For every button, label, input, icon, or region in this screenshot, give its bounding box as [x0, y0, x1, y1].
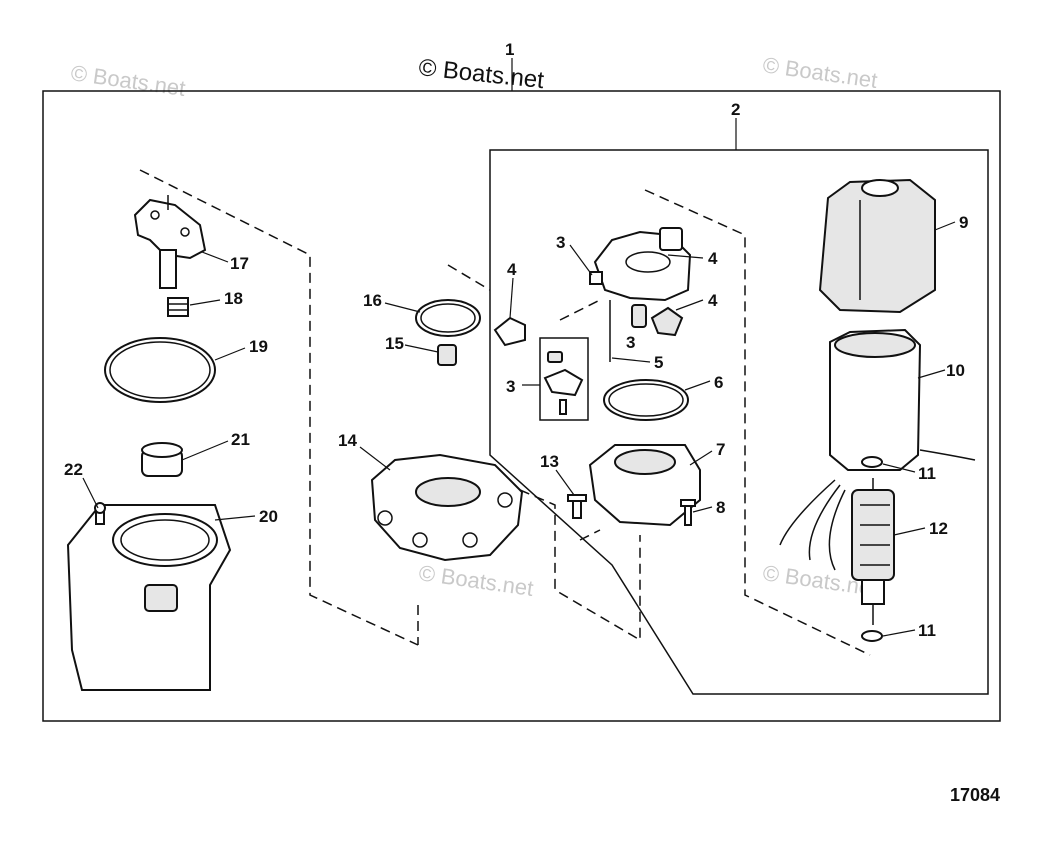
assembly-guide-center [417, 264, 491, 645]
callout-3-brush-kit: 3 [506, 377, 515, 396]
callout-4-holder: 4 [708, 249, 718, 268]
assembly-guide-brush [559, 299, 601, 541]
callout-13: 13 [540, 452, 559, 471]
clip-4-left [493, 316, 526, 347]
washer-11-top [861, 456, 883, 468]
callout-9: 9 [959, 213, 968, 232]
brush-holder [593, 227, 692, 302]
assembly-guide-left [139, 169, 419, 646]
assembly-guide-middle [519, 489, 641, 642]
callout-22: 22 [64, 460, 83, 479]
callout-21: 21 [231, 430, 250, 449]
outer-frame [42, 90, 1001, 722]
callout-6: 6 [714, 373, 723, 392]
washer-11-bottom [861, 630, 883, 642]
armature [851, 478, 895, 625]
callout-1: 1 [505, 40, 514, 59]
callout-17: 17 [230, 254, 249, 273]
callout-3-top: 3 [556, 233, 565, 252]
screw-13 [567, 494, 587, 519]
callout-leaders [82, 221, 956, 637]
connector-3 [589, 271, 603, 285]
callout-8: 8 [716, 498, 725, 517]
callout-4-clip: 4 [507, 260, 517, 279]
motor-assembly-frame [489, 149, 989, 695]
reservoir [66, 504, 232, 691]
reservoir-screw [94, 502, 106, 525]
callout-11-bottom: 11 [918, 621, 936, 640]
callout-19: 19 [249, 337, 268, 356]
end-frame [588, 444, 701, 527]
check-valve [167, 297, 189, 317]
callout-3-mid: 3 [626, 333, 635, 352]
callout-16: 16 [363, 291, 382, 310]
watermark-top-left: © Boats.net [69, 60, 187, 101]
figure-number: 17084 [950, 785, 1000, 805]
motor-o-ring [603, 379, 689, 421]
motor-leads [779, 479, 846, 571]
pump-valve-body [133, 195, 207, 289]
brush-4-right [650, 306, 684, 337]
fill-cap [141, 442, 183, 477]
large-o-ring [104, 337, 216, 403]
callout-12: 12 [929, 519, 948, 538]
pump-filter [437, 344, 457, 366]
callout-14: 14 [338, 431, 357, 450]
watermark-center: © Boats.net [417, 560, 535, 601]
watermark-main: © Boats.net [417, 54, 545, 94]
callout-11-top: 11 [918, 464, 936, 483]
spring-3-top [631, 304, 647, 328]
callout-7: 7 [716, 440, 725, 459]
callout-10: 10 [946, 361, 965, 380]
pump-body [370, 453, 524, 562]
pump-o-ring [415, 299, 481, 337]
callout-20: 20 [259, 507, 278, 526]
callout-18: 18 [224, 289, 243, 308]
motor-cover [818, 178, 936, 314]
callout-15: 15 [385, 334, 404, 353]
callout-2: 2 [731, 100, 740, 119]
callout-5: 5 [654, 353, 663, 372]
assembly-guide-right [644, 189, 871, 656]
watermark-top-right: © Boats.net [761, 52, 879, 93]
brush-kit-3 [539, 337, 589, 421]
field-frame [829, 328, 976, 471]
callout-4-brush: 4 [708, 291, 718, 310]
screw-8 [680, 499, 696, 526]
